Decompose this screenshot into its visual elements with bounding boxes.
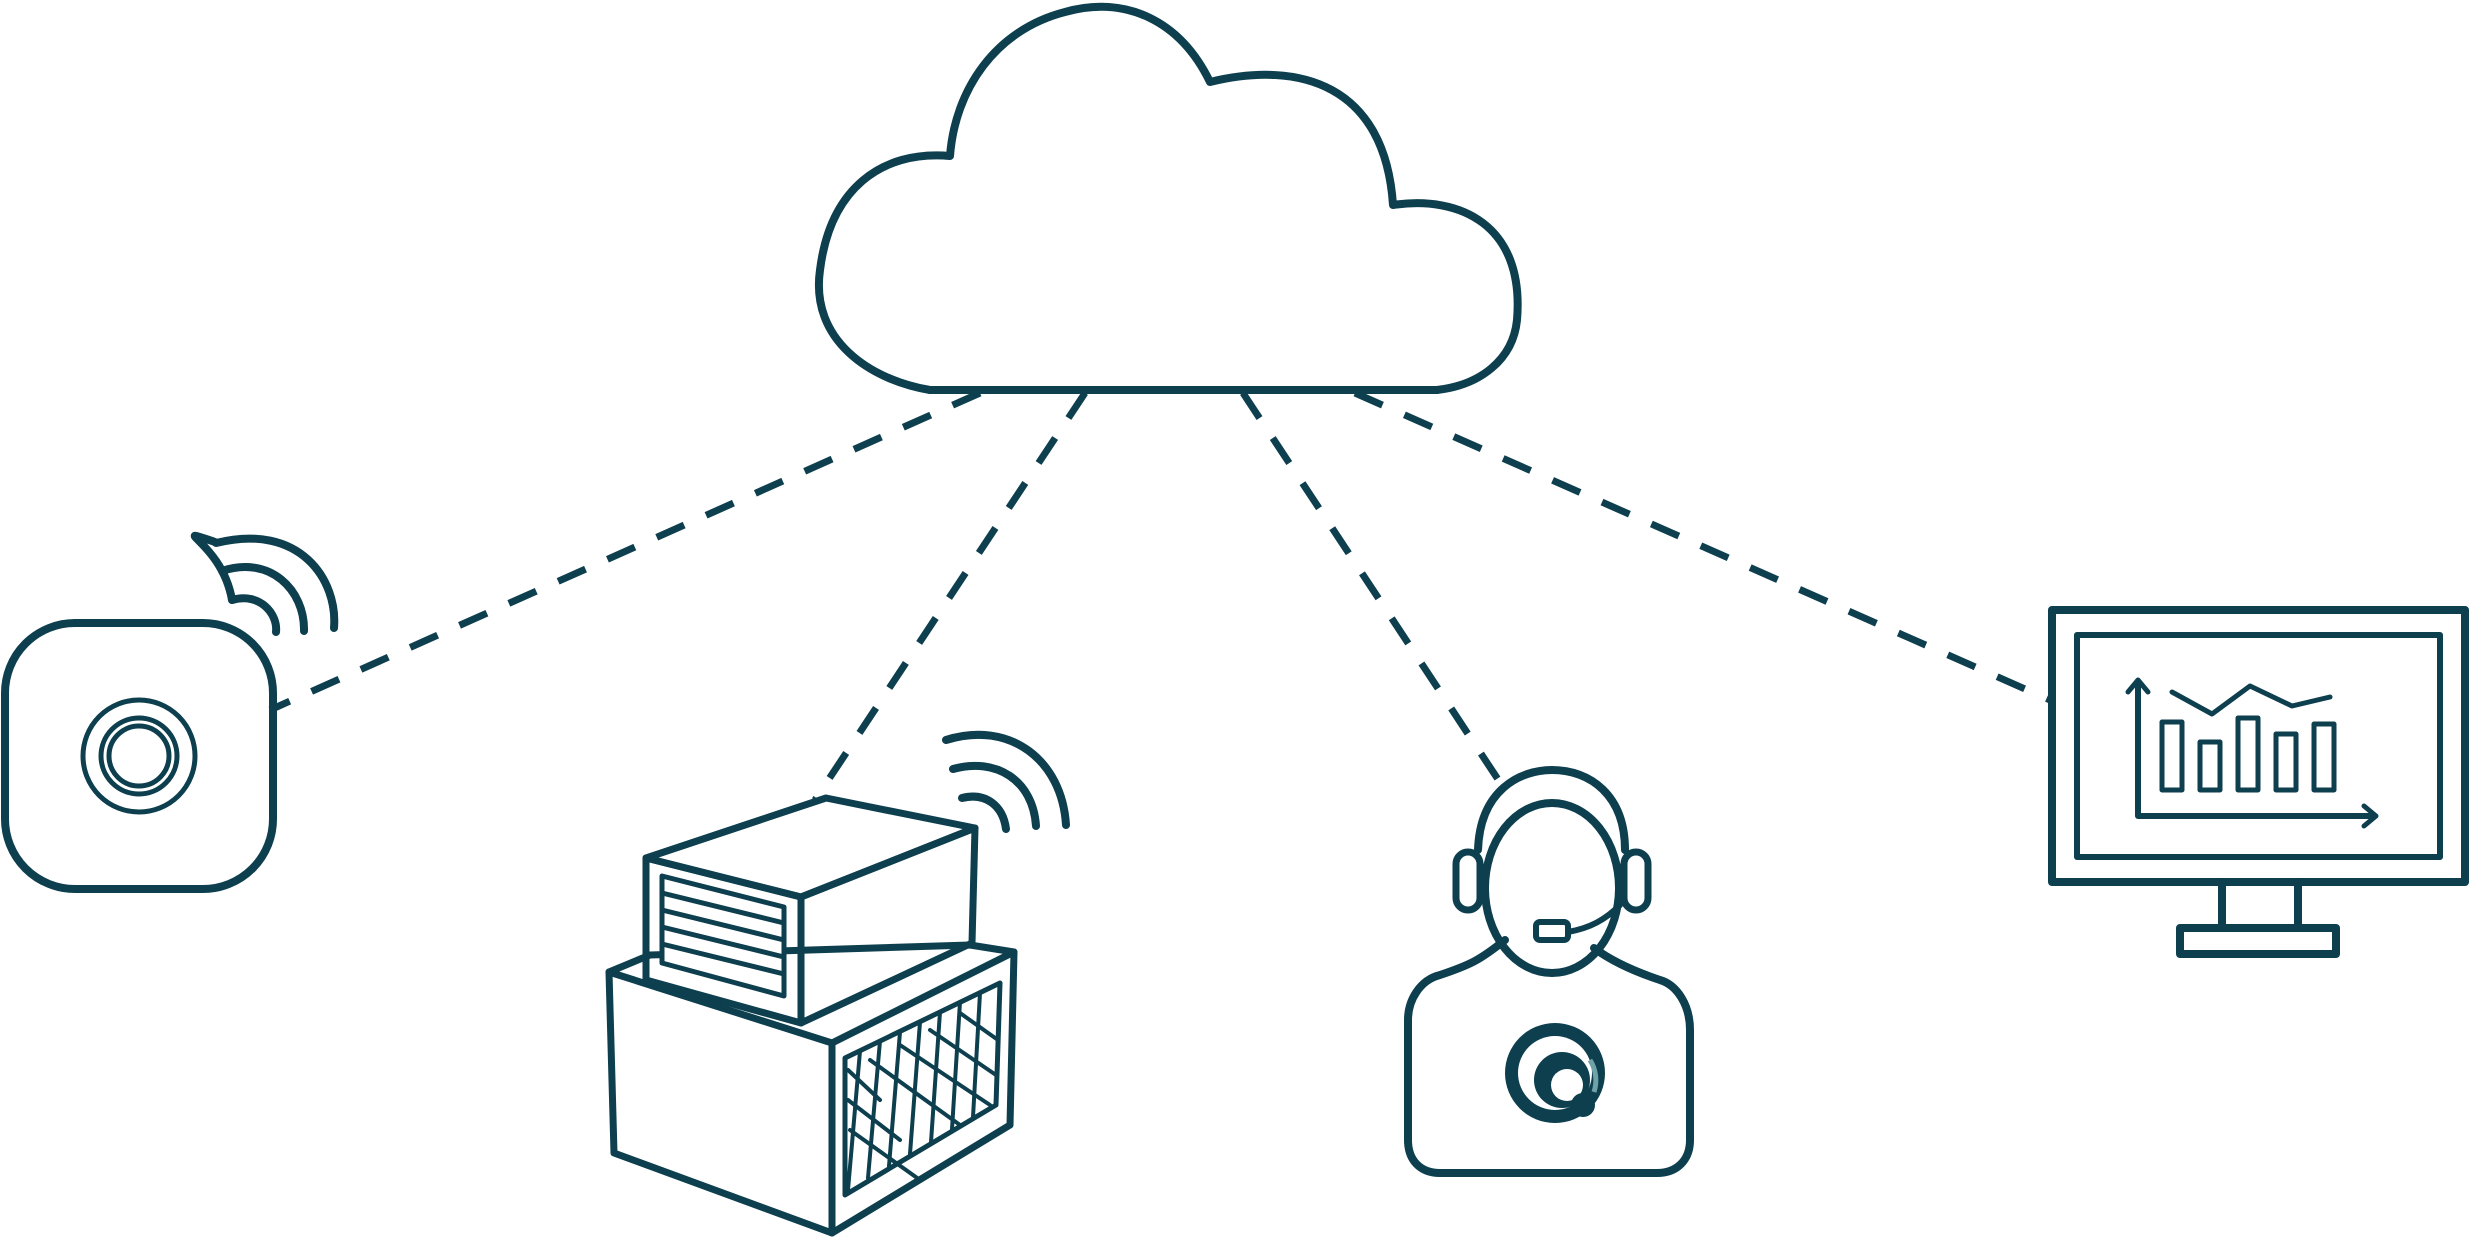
connection-cloud-support-agent bbox=[1240, 391, 1508, 792]
box-slats bbox=[659, 873, 787, 999]
smart-sensor-icon bbox=[1, 531, 339, 893]
connection-cloud-sensor bbox=[268, 389, 982, 714]
warehouse-boxes-icon bbox=[605, 730, 1070, 1237]
headset-operator-icon bbox=[1404, 766, 1694, 1177]
analytics-monitor-icon bbox=[2048, 606, 2469, 958]
cloud-icon bbox=[814, 2, 1522, 394]
crate-mesh bbox=[846, 991, 1000, 1192]
connections bbox=[268, 389, 2052, 802]
badge-logo-icon bbox=[1505, 1023, 1605, 1123]
sensor-signal-icon bbox=[190, 531, 339, 636]
warehouse-signal-icon bbox=[942, 730, 1070, 833]
connection-cloud-monitor bbox=[1353, 389, 2052, 704]
monitor-chart-icon bbox=[2125, 677, 2379, 829]
connection-cloud-warehouse bbox=[812, 391, 1088, 802]
